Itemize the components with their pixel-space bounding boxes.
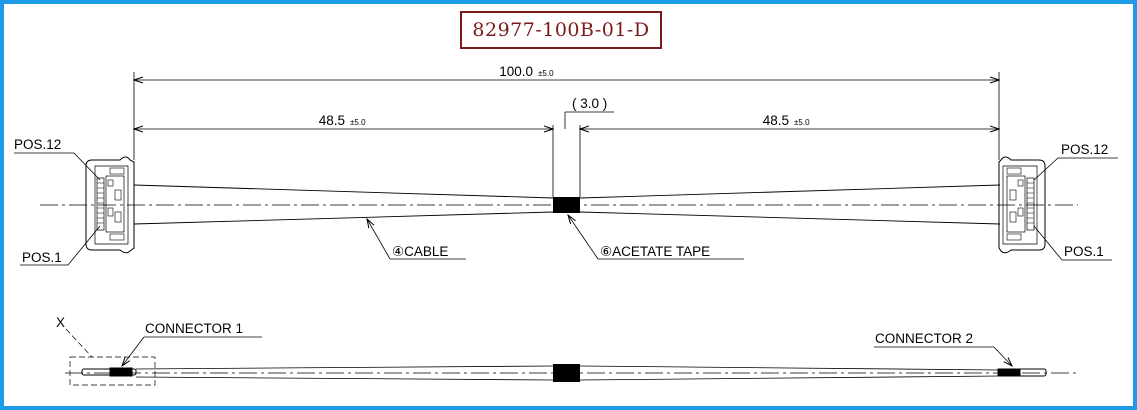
pos1-left-label: POS.1 xyxy=(22,250,62,265)
pos12-right-label: POS.12 xyxy=(1061,142,1108,157)
part-number-box: 82977-100B-01-D xyxy=(460,11,662,49)
left-dimension-tolerance: ±5.0 xyxy=(350,118,366,127)
right-dimension-tolerance: ±5.0 xyxy=(794,118,810,127)
right-dimension-value: 48.5 xyxy=(763,113,789,128)
pos12-left-label: POS.12 xyxy=(14,137,61,152)
left-dimension-value: 48.5 xyxy=(319,113,345,128)
pos-leaders-left xyxy=(14,152,101,266)
connector2-leader xyxy=(874,346,1012,366)
connector-left-top xyxy=(85,156,135,254)
acetate-tape-side xyxy=(553,364,580,382)
overall-dimension-tolerance: ±5.0 xyxy=(538,69,554,78)
connector1-label: CONNECTOR 1 xyxy=(145,321,243,336)
extension-lines xyxy=(133,72,1000,197)
cable-leader xyxy=(367,219,466,260)
connector2-label: CONNECTOR 2 xyxy=(875,331,973,346)
tape-leader xyxy=(568,215,744,260)
overall-dimension-value: 100.0 xyxy=(499,64,533,79)
cable-label: ④CABLE xyxy=(392,244,448,259)
detail-x-box xyxy=(69,356,156,386)
cable-top-view xyxy=(133,184,1001,225)
connector1-leader xyxy=(122,336,262,366)
tape-label: ⑥ACETATE TAPE xyxy=(600,244,710,259)
detail-x-leader xyxy=(65,328,93,358)
cable-side-view xyxy=(135,365,1001,381)
connector-2-side xyxy=(997,368,1047,377)
tape-width-dimension xyxy=(564,111,614,129)
pos-leaders-right xyxy=(1033,157,1118,261)
part-number: 82977-100B-01-D xyxy=(472,19,650,41)
connector-1-side xyxy=(81,367,137,377)
pos1-right-label: POS.1 xyxy=(1064,244,1104,259)
acetate-tape-top xyxy=(553,197,580,213)
tape-width-value: ( 3.0 ) xyxy=(572,96,607,111)
detail-x-label: X xyxy=(56,315,65,330)
connector-right-top xyxy=(998,156,1046,254)
